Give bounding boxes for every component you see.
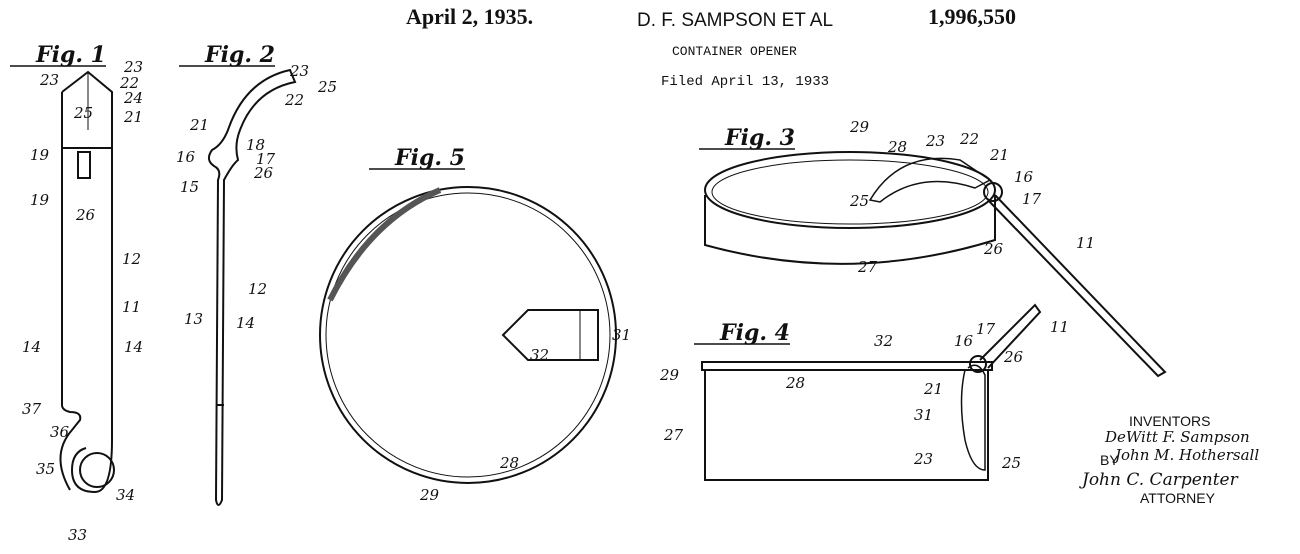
fig3-reference-numeral: 28 bbox=[887, 138, 907, 156]
fig4-reference-numeral: 26 bbox=[1003, 348, 1024, 366]
fig1-reference-numeral: 24 bbox=[123, 89, 143, 107]
fig4-reference-numeral: 29 bbox=[659, 366, 680, 384]
inventors-label: INVENTORS bbox=[1129, 413, 1211, 429]
fig3-reference-numeral: 11 bbox=[1076, 234, 1095, 252]
fig4-drawing bbox=[701, 303, 1042, 481]
fig2-reference-numeral: 26 bbox=[253, 164, 274, 182]
fig1-reference-numeral: 14 bbox=[124, 338, 143, 356]
fig4-reference-numeral: 32 bbox=[874, 332, 893, 350]
fig1-reference-numeral: 23 bbox=[39, 71, 59, 89]
fig2-reference-numeral: 16 bbox=[176, 148, 196, 166]
fig1-drawing bbox=[59, 70, 115, 494]
fig2-reference-numeral: 13 bbox=[184, 310, 203, 328]
fig4-reference-numeral: 27 bbox=[663, 426, 684, 444]
fig4-reference-numeral: 23 bbox=[913, 450, 933, 468]
fig1-reference-numeral: 34 bbox=[116, 486, 135, 504]
fig1-reference-numeral: 35 bbox=[36, 460, 55, 478]
fig2-drawing bbox=[208, 68, 297, 506]
fig2-reference-numeral: 21 bbox=[189, 116, 209, 134]
fig1-reference-numeral: 26 bbox=[75, 206, 96, 224]
fig4-reference-numeral: 11 bbox=[1050, 318, 1069, 336]
fig1-reference-numeral: 19 bbox=[30, 191, 50, 209]
fig2-reference-numeral: 25 bbox=[317, 78, 337, 96]
fig5-reference-numeral: 28 bbox=[499, 454, 519, 472]
fig1-reference-numeral: 11 bbox=[122, 298, 141, 316]
fig1-reference-numeral: 33 bbox=[68, 526, 87, 544]
fig4-reference-numeral: 31 bbox=[914, 406, 933, 424]
issue-date: April 2, 1935. bbox=[406, 4, 534, 29]
fig1-reference-numeral: 12 bbox=[122, 250, 141, 268]
fig1-reference-numeral: 21 bbox=[123, 108, 143, 126]
fig3-reference-numeral: 21 bbox=[989, 146, 1009, 164]
patent-title: CONTAINER OPENER bbox=[672, 44, 797, 59]
fig4-title: Fig. 4 bbox=[719, 320, 790, 346]
inventor-2-signature: John M. Hothersall bbox=[1115, 446, 1260, 464]
patent-number: 1,996,550 bbox=[928, 4, 1016, 29]
fig3-reference-numeral: 23 bbox=[925, 132, 945, 150]
fig3-reference-numeral: 27 bbox=[857, 258, 878, 276]
fig2-reference-numeral: 17 bbox=[256, 150, 276, 168]
fig3-reference-numeral: 16 bbox=[1014, 168, 1034, 186]
fig1-title: Fig. 1 bbox=[35, 42, 106, 68]
fig3-drawing bbox=[704, 151, 1167, 378]
fig5-reference-numeral: 29 bbox=[419, 486, 440, 504]
attorney-signature: John C. Carpenter bbox=[1082, 470, 1238, 490]
inventor-name: D. F. SAMPSON ET AL bbox=[637, 10, 834, 31]
fig5-title: Fig. 5 bbox=[394, 145, 465, 171]
fig2-reference-numeral: 22 bbox=[284, 91, 304, 109]
fig1-reference-numeral: 22 bbox=[119, 74, 139, 92]
fig1-reference-numeral: 19 bbox=[30, 146, 50, 164]
fig4-reference-numeral: 16 bbox=[954, 332, 974, 350]
fig1-reference-numeral: 36 bbox=[50, 423, 70, 441]
fig1-reference-numeral: 23 bbox=[123, 58, 143, 76]
fig3-reference-numeral: 25 bbox=[849, 192, 869, 210]
fig4-reference-numeral: 21 bbox=[923, 380, 943, 398]
fig4-reference-numeral: 17 bbox=[976, 320, 996, 338]
inventor-1-signature: DeWitt F. Sampson bbox=[1105, 428, 1250, 446]
fig2-reference-numeral: 23 bbox=[289, 62, 309, 80]
fig3-reference-numeral: 22 bbox=[959, 130, 979, 148]
fig4-reference-numeral: 25 bbox=[1001, 454, 1021, 472]
fig4-reference-numeral: 28 bbox=[785, 374, 805, 392]
fig5-drawing bbox=[319, 186, 617, 484]
fig1-reference-numeral: 37 bbox=[22, 400, 42, 418]
by-label: BY bbox=[1100, 452, 1119, 468]
attorney-label: ATTORNEY bbox=[1140, 490, 1215, 506]
fig2-reference-numeral: 18 bbox=[246, 136, 265, 154]
fig2-reference-numeral: 12 bbox=[248, 280, 267, 298]
filed-date: Filed April 13, 1933 bbox=[661, 74, 830, 90]
fig3-reference-numeral: 29 bbox=[849, 118, 870, 136]
fig2-title: Fig. 2 bbox=[204, 42, 275, 68]
fig3-title: Fig. 3 bbox=[724, 125, 795, 151]
fig2-reference-numeral: 15 bbox=[180, 178, 199, 196]
fig2-reference-numeral: 14 bbox=[236, 314, 255, 332]
fig5-reference-numeral: 31 bbox=[612, 326, 631, 344]
fig3-reference-numeral: 26 bbox=[983, 240, 1004, 258]
fig1-reference-numeral: 14 bbox=[22, 338, 41, 356]
fig1-reference-numeral: 25 bbox=[73, 104, 93, 122]
fig3-reference-numeral: 17 bbox=[1022, 190, 1042, 208]
fig5-reference-numeral: 32 bbox=[530, 346, 549, 364]
